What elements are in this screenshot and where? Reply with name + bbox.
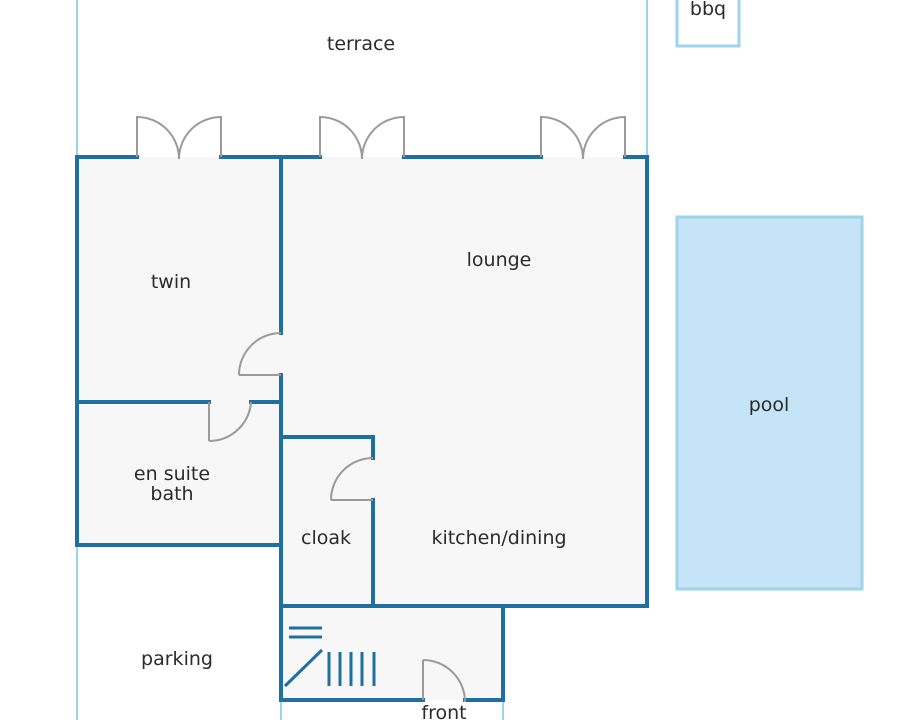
- label-cloak: cloak: [301, 527, 351, 549]
- terrace-door-1: [136, 115, 222, 160]
- label-bath: bath: [150, 483, 193, 505]
- label-en-suite: en suite: [134, 463, 210, 485]
- label-lounge: lounge: [467, 249, 532, 271]
- twin-door: [238, 332, 282, 376]
- label-kitchen-dining: kitchen/dining: [431, 527, 566, 549]
- room-labels: terrace bbq twin lounge pool en suite ba…: [134, 0, 789, 720]
- walls: [75, 155, 649, 702]
- front-door: [422, 659, 466, 703]
- label-front: front: [421, 702, 466, 720]
- terrace-door-3: [540, 115, 626, 160]
- label-parking: parking: [141, 648, 213, 670]
- label-pool: pool: [749, 394, 790, 416]
- pool-area: [675, 215, 864, 591]
- terrace-door-2: [319, 115, 405, 160]
- doors: [136, 115, 626, 703]
- cloak-door: [330, 457, 374, 501]
- room-floors: [77, 157, 647, 700]
- label-bbq: bbq: [690, 0, 726, 20]
- stairs: [283, 626, 376, 688]
- label-terrace: terrace: [327, 33, 395, 55]
- label-twin: twin: [151, 271, 191, 293]
- house-floor: [77, 157, 647, 700]
- bbq-area: [675, 0, 741, 48]
- ensuite-door: [208, 401, 252, 443]
